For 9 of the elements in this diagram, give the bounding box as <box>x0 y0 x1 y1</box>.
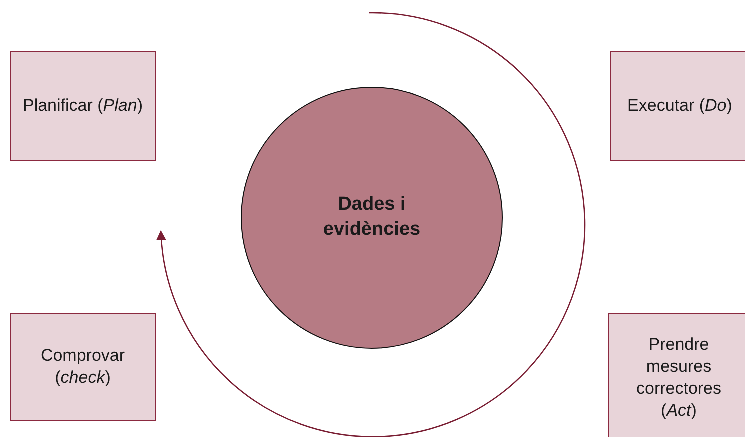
step-label: Prendre mesures correctores (Act) <box>635 334 723 422</box>
step-box <box>10 51 156 161</box>
step-label: Executar (Do) <box>628 94 732 117</box>
step-box <box>10 313 156 421</box>
center-label: Dades i evidències <box>322 193 422 242</box>
step-box <box>608 313 745 437</box>
step-box <box>610 51 745 161</box>
step-label: Planificar (Plan) <box>22 94 143 117</box>
step-label: Comprovar (check) <box>40 344 126 389</box>
